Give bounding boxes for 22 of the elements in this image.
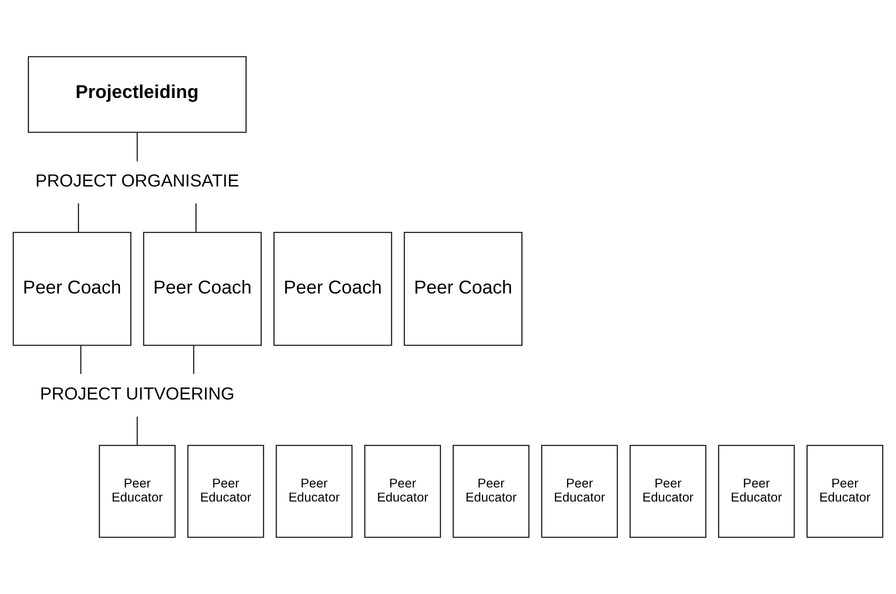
node-box: Peer Educator [452, 444, 530, 538]
node-text: PROJECT UITVOERING [40, 383, 234, 404]
node-box: Peer Coach [404, 232, 522, 346]
node-box: Peer Educator [98, 444, 176, 538]
node-box: Peer Educator [541, 444, 618, 538]
node-box: Peer Educator [806, 444, 884, 538]
node-box: Peer Educator [187, 444, 264, 538]
node-box: Projectleiding [28, 56, 247, 133]
node-box: Peer Coach [143, 232, 262, 346]
connector [80, 346, 82, 374]
connector [136, 416, 138, 446]
node-box: Peer Coach [273, 232, 392, 346]
node-box: Peer Educator [630, 444, 706, 538]
node-box: Peer Coach [12, 232, 132, 346]
node-box: Peer Educator [276, 444, 353, 538]
connector [78, 203, 80, 232]
connector [195, 203, 197, 232]
node-box: Peer Educator [364, 444, 442, 538]
connector [193, 346, 194, 374]
connector [136, 132, 138, 162]
node-box: Peer Educator [718, 444, 795, 538]
node-text: PROJECT ORGANISATIE [35, 170, 240, 190]
